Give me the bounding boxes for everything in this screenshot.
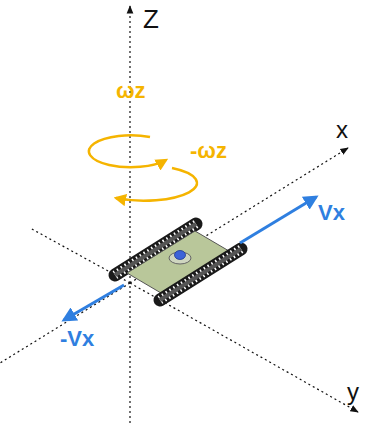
- velocity-arrow-negative: [64, 285, 124, 320]
- axis-lines: [0, 6, 358, 423]
- sensor-dome: [175, 251, 186, 260]
- rotation-label: -ωz: [190, 140, 227, 162]
- velocity-arrow-positive: [240, 197, 316, 243]
- near-track: [160, 249, 241, 300]
- axis-label: Z: [143, 6, 159, 32]
- velocity-label: Vx: [318, 202, 345, 224]
- rotation-arrow-positive: [89, 135, 166, 167]
- rotation-label: ωz: [116, 80, 146, 102]
- axis-label: x: [336, 118, 348, 142]
- negative-x-axis: [0, 283, 130, 363]
- rotation-arrow-negative: [116, 168, 197, 201]
- z-axis: [129, 6, 130, 423]
- velocity-label: -Vx: [60, 328, 94, 350]
- axis-label: y: [347, 380, 359, 404]
